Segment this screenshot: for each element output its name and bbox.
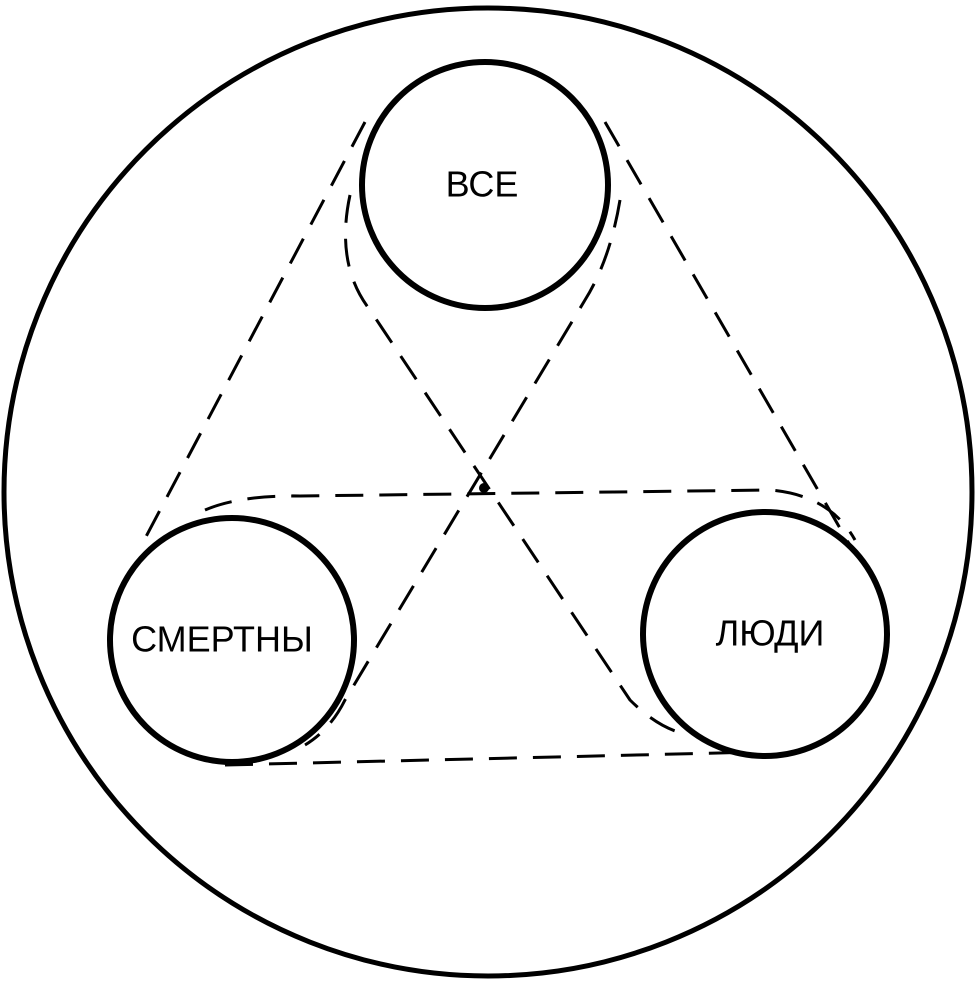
node-left-circle xyxy=(107,515,357,765)
median-top-left-to-right xyxy=(344,194,691,737)
node-top-circle xyxy=(359,59,611,311)
node-left: СМЕРТНЫ xyxy=(107,515,357,765)
center-point xyxy=(479,483,489,493)
dashed-medians xyxy=(204,194,857,747)
outer-circle xyxy=(1,5,975,979)
node-right-label: ЛЮДИ xyxy=(716,613,825,654)
node-top-label: ВСЕ xyxy=(446,164,519,205)
triangle-edge-bottom xyxy=(224,750,761,767)
node-left-label: СМЕРТНЫ xyxy=(131,619,313,660)
node-right-circle xyxy=(640,509,890,759)
triangle-edge-right xyxy=(603,121,872,581)
triangle-edge-left xyxy=(138,121,367,549)
median-horizontal xyxy=(204,488,857,541)
node-right: ЛЮДИ xyxy=(640,509,890,759)
dashed-triangle xyxy=(138,121,872,767)
median-top-right-to-left xyxy=(304,199,622,747)
node-top: ВСЕ xyxy=(359,59,611,311)
